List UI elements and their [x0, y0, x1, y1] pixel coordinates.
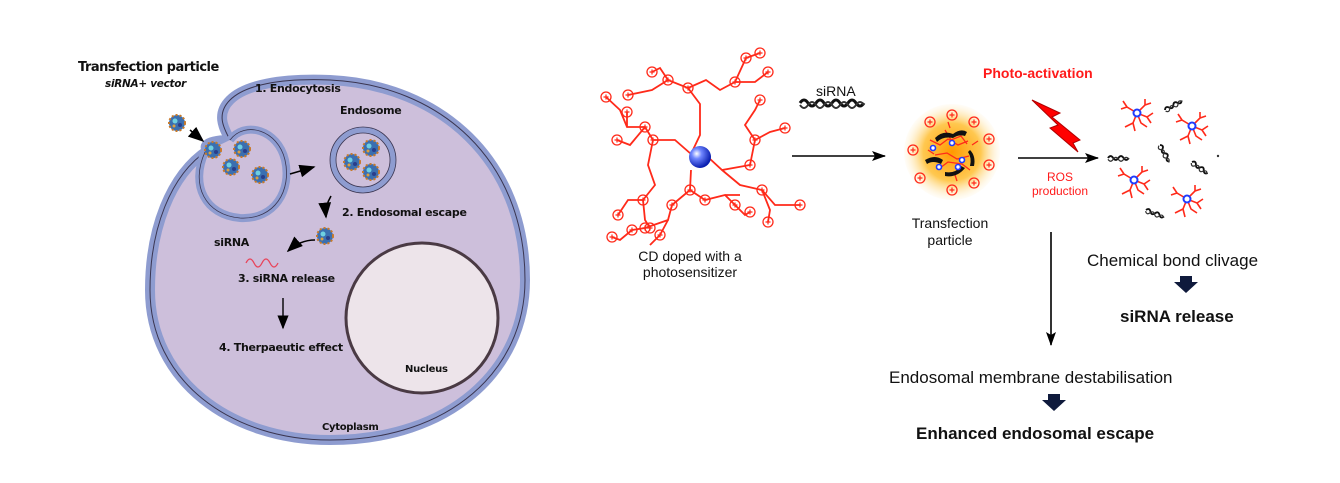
bond-cleavage-label: Chemical bond clivage	[1087, 251, 1259, 270]
arrow-icon	[318, 195, 332, 219]
cd-label: CD doped with a photosensitizer	[630, 248, 750, 280]
sirna-strand-icon	[245, 258, 279, 268]
transfection-particle-icon	[316, 227, 334, 245]
step4-label: 4. Therpaeutic effect	[219, 341, 343, 354]
sirna-label: siRNA	[214, 236, 250, 249]
transfection-particle-icon	[222, 158, 240, 176]
step2-label: 2. Endosomal escape	[342, 206, 467, 219]
particle-subtitle: siRNA+ vector	[105, 78, 187, 90]
transfection-particle-icon	[343, 153, 361, 171]
lightning-bolt-icon	[1031, 99, 1081, 153]
released-components	[1107, 97, 1220, 221]
particle-label-line2: particle	[927, 232, 973, 248]
nucleus	[344, 241, 500, 395]
ros-label: ROS production	[1025, 170, 1095, 198]
ros-label-line2: production	[1031, 184, 1089, 198]
particle-title: Transfection particle	[78, 60, 219, 75]
transfection-particle-icon	[904, 104, 1000, 200]
ros-label-line1: ROS	[1046, 170, 1073, 184]
block-arrow-down-icon	[1174, 276, 1198, 293]
step1-label: 1. Endocytosis	[255, 82, 341, 95]
photo-activation-label: Photo-activation	[983, 65, 1093, 81]
transfection-particle-icon	[233, 140, 251, 158]
cd-label-line1: CD doped with a	[638, 248, 742, 264]
dendrimer-charges	[600, 47, 806, 243]
transfection-particle-icon	[251, 166, 269, 184]
photosensitizer-core-icon	[689, 146, 711, 168]
transfection-particle-icon	[168, 114, 186, 132]
membrane-destabilisation-label: Endosomal membrane destabilisation	[889, 368, 1173, 387]
particle-label-line1: Transfection	[911, 215, 989, 231]
sirna-arrow-label: siRNA	[816, 83, 856, 99]
arrow-icon	[187, 126, 205, 143]
endosome	[329, 126, 397, 194]
arrow-icon	[286, 236, 316, 253]
sirna-helix-icon	[798, 98, 866, 110]
particle-label: Transfection particle	[900, 215, 1000, 249]
nucleus-label: Nucleus	[405, 364, 448, 375]
transfection-particle-icon	[362, 139, 380, 157]
transfection-particle-icon	[204, 141, 222, 159]
enhanced-escape-label: Enhanced endosomal escape	[916, 424, 1155, 443]
block-arrow-down-icon	[1042, 394, 1066, 411]
cd-label-line2: photosensitizer	[642, 264, 738, 280]
sirna-release-label: siRNA release	[1120, 307, 1234, 326]
transfection-particle-icon	[362, 163, 380, 181]
step3-label: 3. siRNA release	[238, 272, 335, 285]
arrow-icon	[289, 164, 316, 178]
endosome-label: Endosome	[340, 104, 402, 117]
cytoplasm-label: Cytoplasm	[322, 422, 379, 433]
